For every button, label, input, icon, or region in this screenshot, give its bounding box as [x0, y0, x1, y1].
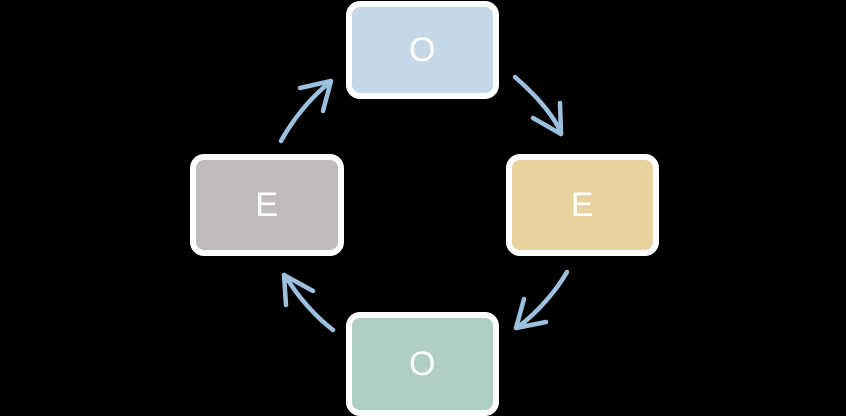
arrow-top-to-right — [512, 74, 564, 137]
arrow-bottom-to-left — [281, 272, 336, 333]
node-left-e[interactable]: E — [190, 154, 344, 256]
node-top-label: O — [409, 31, 436, 69]
arrow-right-to-bottom — [513, 269, 570, 331]
node-left-label: E — [255, 186, 279, 224]
node-right-label: E — [570, 186, 595, 224]
arrow-left-to-top — [278, 78, 334, 144]
node-top-o[interactable]: O — [346, 1, 499, 99]
node-bottom-label: O — [409, 345, 436, 383]
node-right-e[interactable]: E — [506, 154, 659, 256]
node-bottom-o[interactable]: O — [346, 312, 499, 416]
